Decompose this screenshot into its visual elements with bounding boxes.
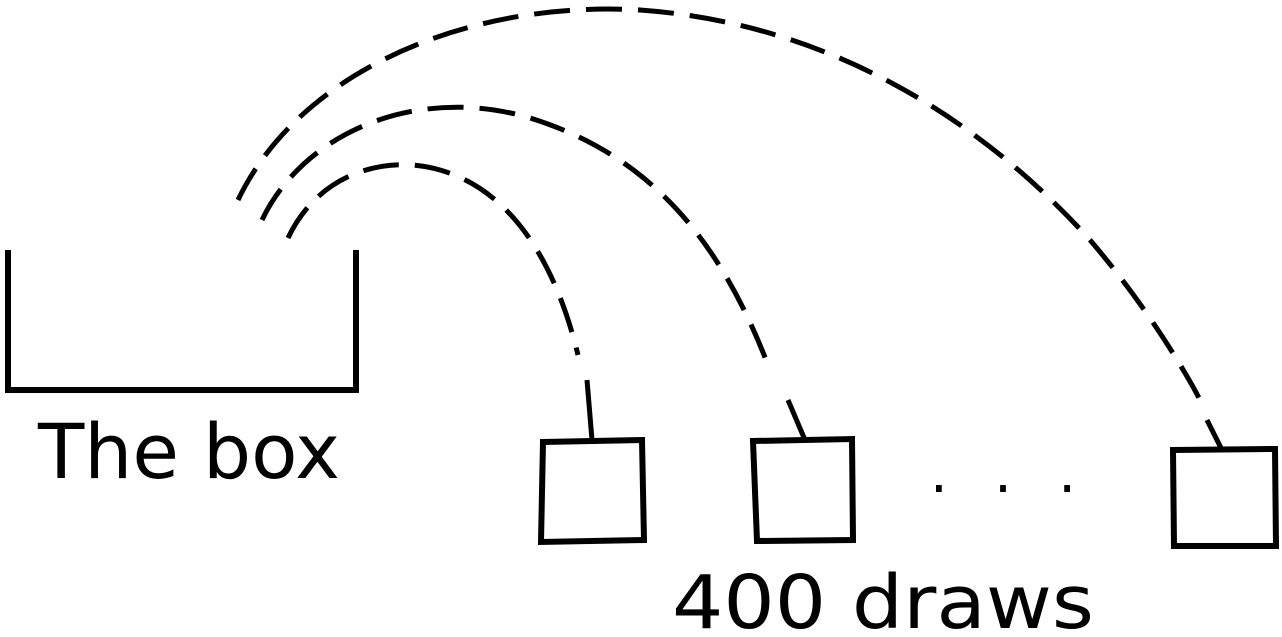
draw-arc-2 [259, 104, 771, 366]
draw-arc-1 [285, 162, 581, 356]
draw-stem-1 [584, 379, 595, 441]
draw-box-3 [1169, 445, 1280, 549]
source-box [5, 250, 359, 393]
draw-stem-3 [1204, 418, 1225, 452]
draws-ellipsis: . . . [930, 441, 1076, 506]
draw-box-2 [749, 435, 857, 545]
draw-box-1 [537, 436, 648, 546]
draw-stem-2 [785, 399, 808, 441]
source-box-label: The box [37, 407, 340, 496]
draws-label: 400 draws [672, 560, 1094, 637]
draw-arc-3 [235, 6, 1203, 402]
